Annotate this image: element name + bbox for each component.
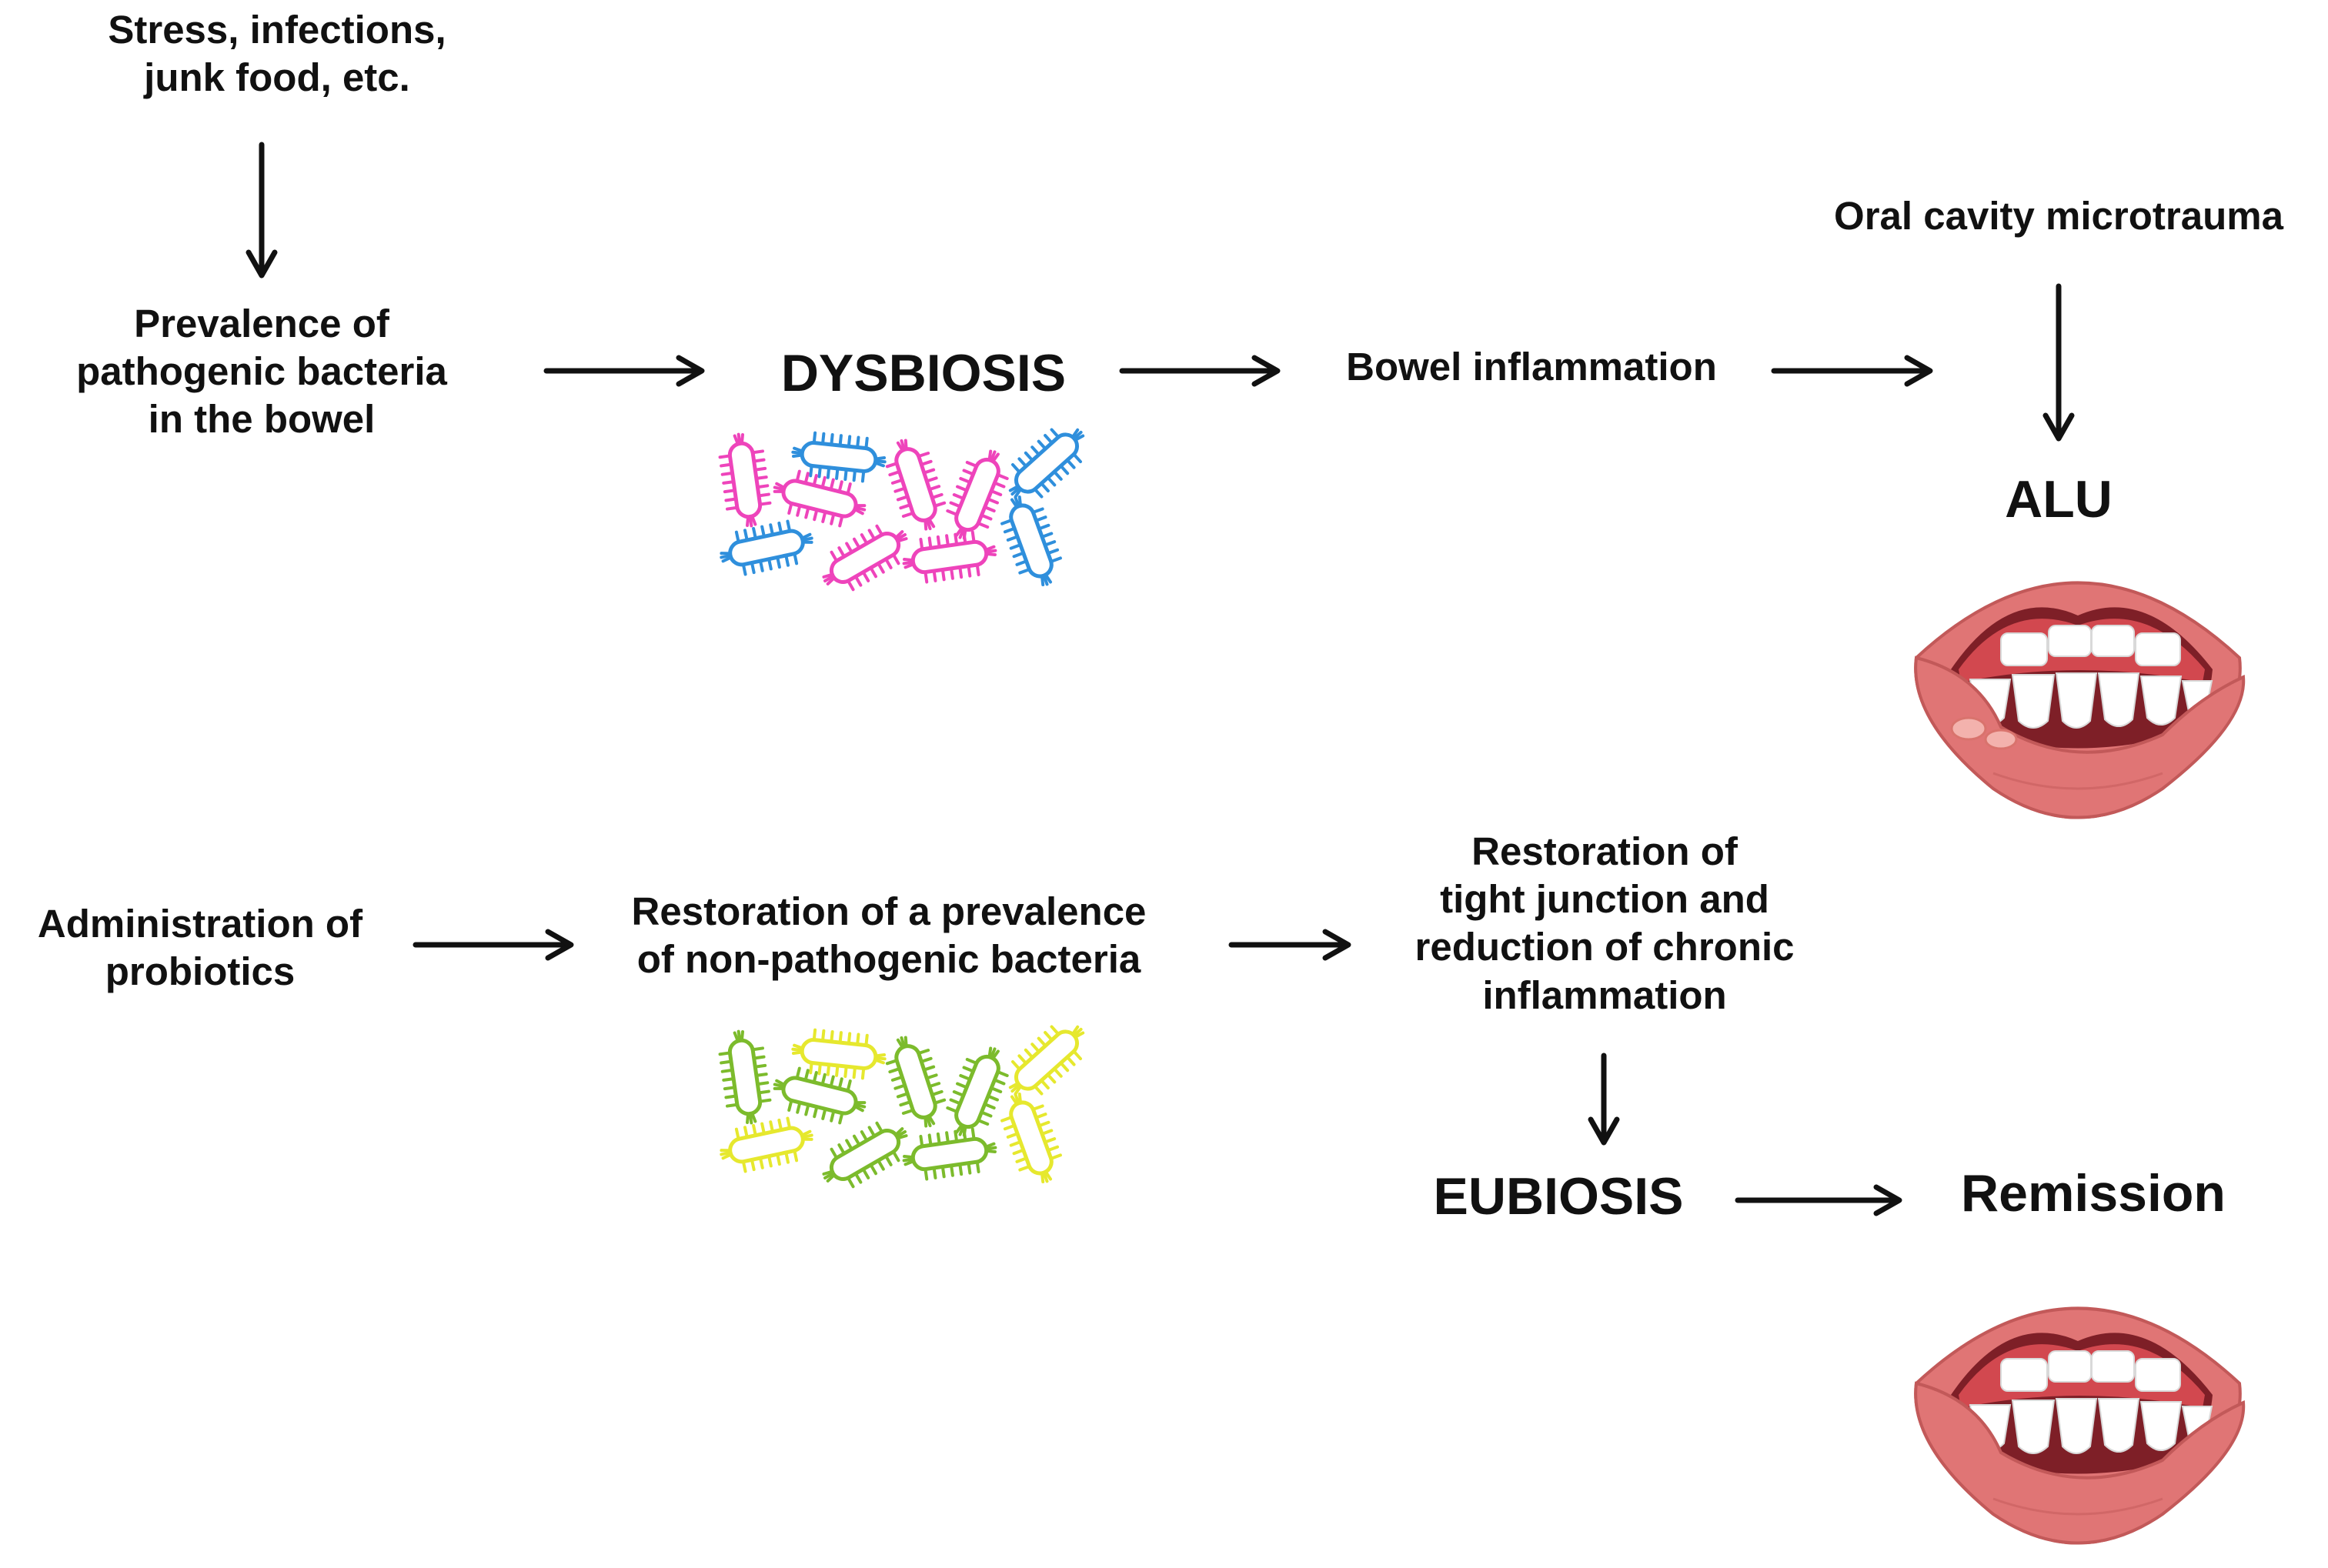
- nonpathogenic-restoration-label: Restoration of a prevalence of non-patho…: [631, 889, 1147, 982]
- bacterium-icon: [822, 1121, 908, 1189]
- arrow-eubiosis-to-remission: [1735, 1184, 1902, 1216]
- bacterium-icon: [720, 1116, 813, 1173]
- bacterium-icon: [822, 524, 908, 592]
- pathogenic-prevalence-label: Prevalence of pathogenic bacteria in the…: [76, 302, 447, 442]
- bacterium-icon: [902, 530, 997, 584]
- arrow-probiotics-to-restoration: [412, 929, 574, 961]
- healthy-mouth-icon: [1914, 1306, 2246, 1545]
- remission-label: Remission: [1961, 1164, 2226, 1223]
- oral-microtrauma-label: Oral cavity microtrauma: [1834, 194, 2283, 238]
- triggers-label: Stress, infections, junk food, etc.: [108, 8, 446, 100]
- bacterium-icon: [885, 1036, 947, 1128]
- eubiosis-label: EUBIOSIS: [1433, 1167, 1684, 1226]
- dysbiosis-label: DYSBIOSIS: [780, 344, 1067, 402]
- pathogenic-bacteria-icon: [718, 428, 1085, 592]
- bacterium-icon: [773, 1066, 867, 1125]
- bacterium-icon: [720, 519, 813, 576]
- bacterium-icon: [1008, 428, 1085, 499]
- arrow-inflammation-to-alu: [1771, 355, 1933, 387]
- arrow-restoration-to-tightjunction: [1228, 929, 1351, 961]
- ulcerated-mouth-icon: [1914, 581, 2246, 819]
- bacterium-icon: [773, 469, 867, 528]
- bacterium-icon: [1000, 495, 1062, 587]
- bacterium-icon: [885, 439, 947, 531]
- arrows: [245, 142, 2075, 1216]
- arrow-triggers-to-prevalence: [245, 142, 278, 279]
- probiotic-bacteria-icon: [718, 1025, 1085, 1189]
- probiotics-label: Administration of probiotics: [37, 902, 363, 994]
- bacterium-icon: [902, 1127, 997, 1181]
- bacterium-icon: [718, 1029, 772, 1125]
- bacterium-icon: [791, 1028, 887, 1080]
- tight-junction-label: Restoration of tight junction and reduct…: [1415, 829, 1795, 1017]
- bowel-inflammation-label: Bowel inflammation: [1346, 345, 1717, 389]
- bacterium-icon: [791, 431, 887, 483]
- bacterium-icon: [1008, 1025, 1085, 1096]
- bacterium-icon: [718, 432, 772, 528]
- bacterium-icon: [946, 449, 1009, 540]
- arrow-microtrauma-to-alu: [2042, 283, 2075, 442]
- arrow-prevalence-to-dysbiosis: [543, 355, 705, 387]
- alu-label: ALU: [2005, 470, 2113, 529]
- bacterium-icon: [946, 1046, 1009, 1137]
- arrow-dysbiosis-to-inflammation: [1119, 355, 1281, 387]
- aphthous-ulcer-icon: [1950, 716, 2018, 750]
- bacterium-icon: [1000, 1092, 1062, 1184]
- arrow-tightjunction-to-eubiosis: [1588, 1053, 1620, 1146]
